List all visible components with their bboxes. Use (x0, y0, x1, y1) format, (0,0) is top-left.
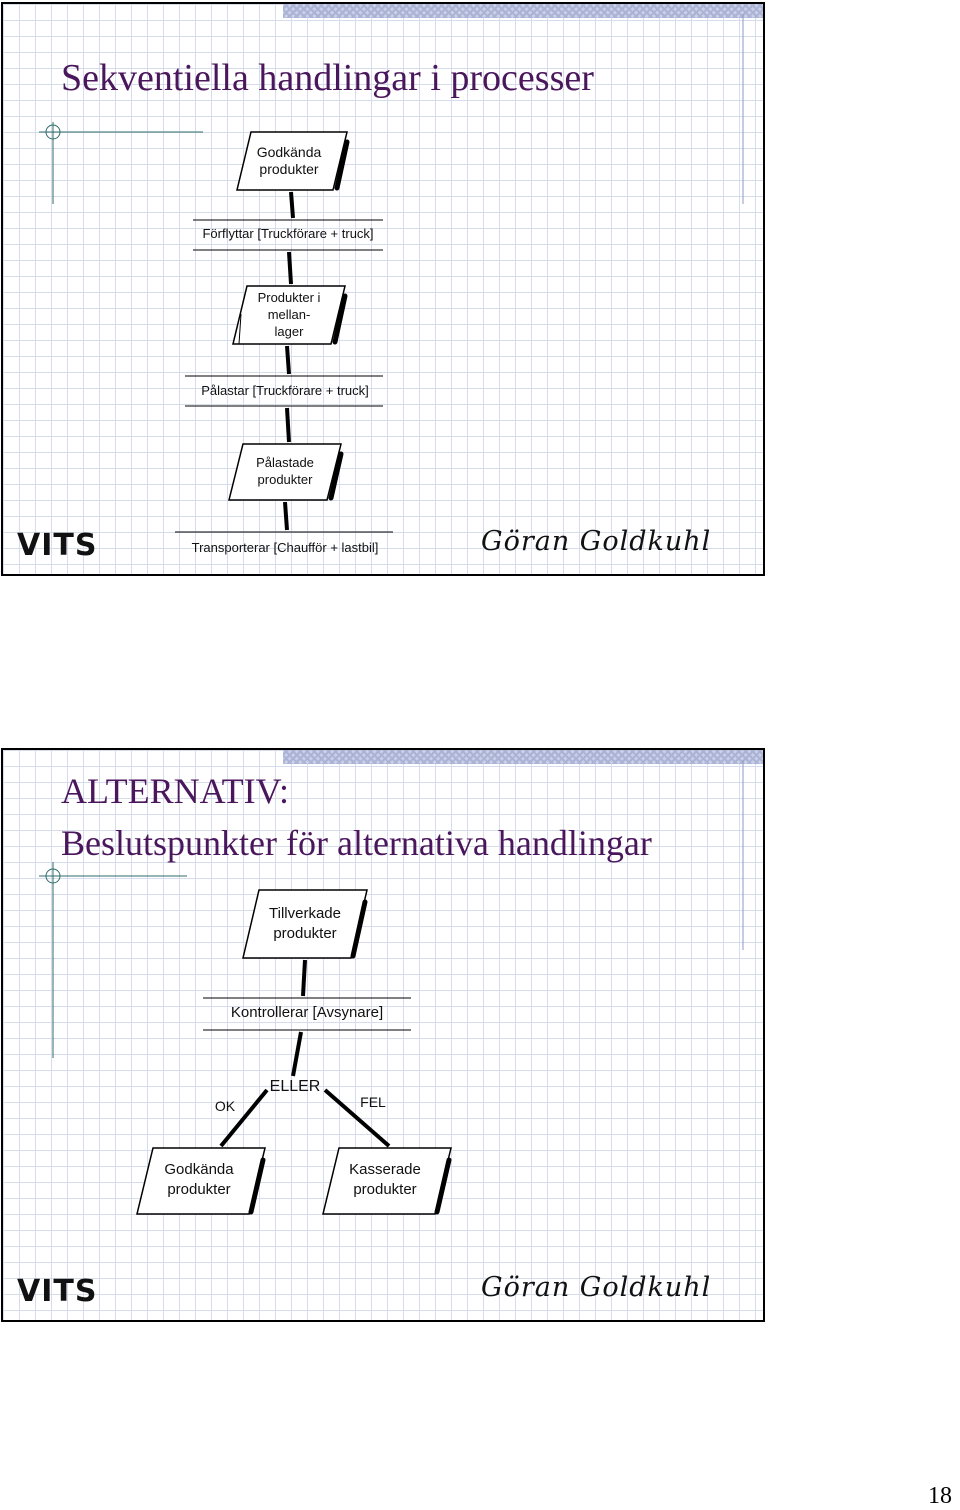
label-line: produkter (273, 925, 337, 942)
author-signature: Göran Goldkuhl (481, 1272, 712, 1303)
connector (283, 501, 289, 531)
node-godkanda-bar (334, 139, 350, 191)
node-tillverkade-shape (242, 889, 368, 959)
label-line: mellan- (267, 307, 311, 322)
slide1-decoration (39, 14, 744, 204)
label-line: Produkter i (257, 290, 321, 305)
slide-title: Sekventiella handlingar i processer (61, 57, 594, 99)
action-palastar: Pålastar [Truckförare + truck] (201, 383, 369, 398)
node-tillverkade-bar (350, 899, 368, 959)
node-kasserade-label: Kasserade produkter (333, 1160, 437, 1200)
label-line: Tillverkade (269, 905, 341, 922)
decorative-band (283, 4, 763, 18)
vits-logo: VITS (17, 1274, 98, 1309)
author-signature: Göran Goldkuhl (481, 526, 712, 557)
node-godkanda-bar (248, 1157, 266, 1215)
node-godkanda-label: Godkända produkter (239, 144, 339, 178)
label-line: Pålastade (256, 455, 314, 470)
node-tillverkade-label: Tillverkade produkter (253, 904, 357, 944)
node-kasserade-bar (434, 1157, 452, 1215)
label-line: produkter (353, 1181, 417, 1198)
branch-label-fel: FEL (360, 1094, 386, 1110)
connector (289, 191, 295, 219)
branch-label-eller: ELLER (269, 1078, 321, 1095)
decision-diagram (136, 889, 452, 1215)
connector (285, 407, 291, 443)
label-line: produkter (257, 472, 313, 487)
slide-alternativ: ALTERNATIV: Beslutspunkter för alternati… (1, 748, 765, 1322)
branch-label-ok: OK (214, 1098, 236, 1114)
action-forflyttar: Förflyttar [Truckförare + truck] (202, 226, 374, 241)
action-kontrollerar: Kontrollerar [Avsynare] (230, 1004, 384, 1021)
branch-right (323, 1088, 391, 1148)
node-godkanda-shape (136, 1147, 266, 1215)
label-line: produkter (167, 1181, 231, 1198)
label-line: Godkända (256, 144, 322, 160)
label-line: Godkända (164, 1161, 234, 1178)
vits-logo: VITS (17, 528, 98, 563)
label-line: produkter (259, 161, 319, 177)
slide-title-line1: ALTERNATIV: (61, 771, 289, 811)
connector (285, 345, 291, 375)
sequence-diagram (175, 131, 393, 533)
node-mellanlager-bar (332, 293, 348, 345)
decorative-band (283, 750, 763, 764)
connector (291, 1031, 303, 1077)
node-mellanlager-mark (238, 313, 242, 345)
node-godkanda-shape (236, 131, 348, 191)
node-mellanlager-shape (232, 285, 346, 345)
connector (301, 959, 307, 997)
slide-title-line2: Beslutspunkter för alternativa handlinga… (61, 823, 652, 863)
action-transporterar: Transporterar [Chaufför + lastbil] (191, 540, 379, 555)
node-palastade-shape (228, 443, 342, 501)
connector (287, 251, 293, 285)
node-palastade-label: Pålastade produkter (235, 454, 335, 488)
label-line: lager (274, 324, 304, 339)
node-kasserade-shape (322, 1147, 452, 1215)
slide-sekventiella: Sekventiella handlingar i processer Godk… (1, 2, 765, 576)
slide2-decoration (39, 760, 744, 1058)
label-line: Kasserade (349, 1161, 421, 1178)
branch-left (219, 1088, 269, 1148)
node-mellanlager-label: Produkter i mellan- lager (239, 289, 339, 340)
page-number: 18 (928, 1483, 952, 1509)
node-palastade-bar (328, 451, 344, 501)
node-godkanda-label: Godkända produkter (147, 1160, 251, 1200)
